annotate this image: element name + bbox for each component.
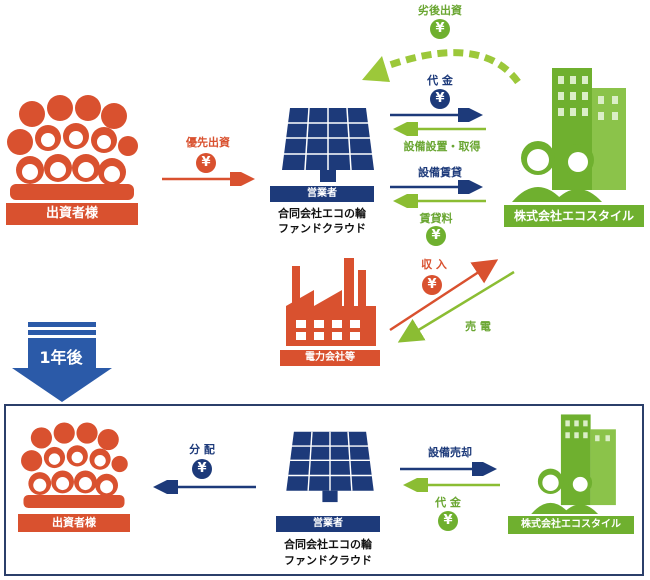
distribution-arrow <box>153 480 256 494</box>
investors-label-bottom: 出資者様 <box>18 514 130 532</box>
sell-power-arrow <box>397 270 515 343</box>
solar-panel-icon <box>286 431 374 503</box>
income-arrow <box>389 259 499 332</box>
company-building-icon <box>531 414 616 514</box>
factory-icon <box>286 258 376 346</box>
payment-arrow-top <box>390 108 483 122</box>
after-year-label: 1年後 <box>39 348 83 367</box>
sell-power-label: 売 電 <box>465 320 491 333</box>
subordinated-investment-arrow <box>362 49 521 85</box>
operator-name-top-line1: 合同会社エコの輪 <box>278 207 366 220</box>
equipment-sale-arrow <box>400 462 497 476</box>
lease-label: 設備賃貸 <box>418 166 462 179</box>
rent-arrow <box>393 194 486 208</box>
payment-arrow-bottom <box>403 478 500 492</box>
power-company-label: 電力会社等 <box>280 350 380 366</box>
install-acquire-label: 設備設置・取得 <box>403 140 481 153</box>
subordinated-investment-label: 劣後出資 <box>418 4 462 17</box>
equipment-sale-label: 設備売却 <box>428 446 472 459</box>
yen-icon: ¥ <box>430 89 450 109</box>
install-acquire-arrow <box>393 122 486 136</box>
income-label: 収 入 <box>421 258 447 271</box>
yen-icon: ¥ <box>196 153 216 173</box>
after-one-year-box <box>4 404 644 576</box>
yen-icon: ¥ <box>192 459 212 479</box>
lease-arrow <box>390 180 483 194</box>
company-label-top: 株式会社エコスタイル <box>504 205 644 227</box>
distribution-label: 分 配 <box>189 443 215 456</box>
payment-label-top: 代 金 <box>427 74 453 87</box>
after-year-arrow <box>12 322 112 402</box>
investors-label-top: 出資者様 <box>6 203 138 225</box>
operator-name-top-line2: ファンドクラウド <box>278 222 366 235</box>
operator-name-bottom-line2: ファンドクラウド <box>284 554 372 567</box>
company-building-icon <box>512 68 626 202</box>
solar-panel-icon <box>282 107 374 182</box>
yen-icon: ¥ <box>438 511 458 531</box>
yen-icon: ¥ <box>430 19 450 39</box>
operator-name-bottom-line1: 合同会社エコの輪 <box>284 538 372 551</box>
investors-group-icon <box>7 95 138 200</box>
investors-group-icon <box>21 422 128 508</box>
operator-tag-top: 営業者 <box>270 186 374 202</box>
yen-icon: ¥ <box>426 226 446 246</box>
yen-icon: ¥ <box>422 275 442 295</box>
company-label-bottom: 株式会社エコスタイル <box>508 516 634 534</box>
rent-label: 賃貸料 <box>419 212 453 225</box>
priority-investment-arrow <box>162 172 255 186</box>
operator-tag-bottom: 営業者 <box>276 516 380 532</box>
payment-label-bottom: 代 金 <box>435 496 461 509</box>
priority-investment-label: 優先出資 <box>186 136 230 149</box>
